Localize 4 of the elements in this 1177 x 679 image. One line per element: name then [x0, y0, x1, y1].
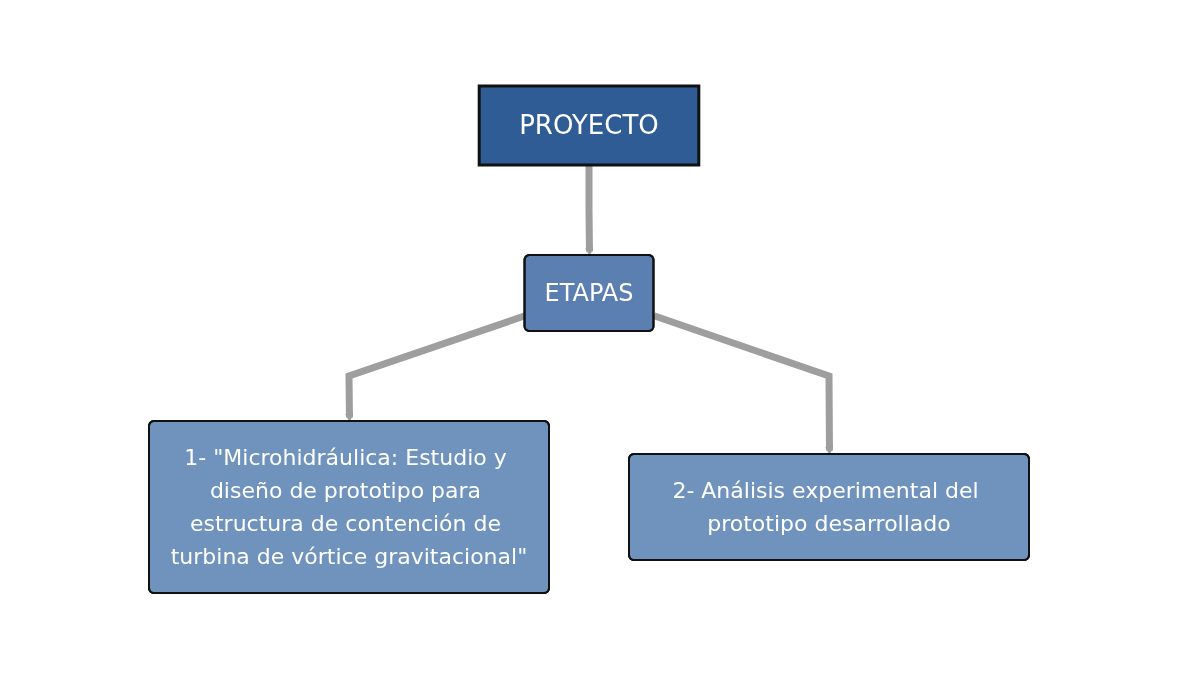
node-box: PROYECTO	[477, 84, 700, 167]
arrow	[652, 312, 834, 455]
arrow	[584, 165, 594, 256]
arrow	[344, 312, 526, 422]
